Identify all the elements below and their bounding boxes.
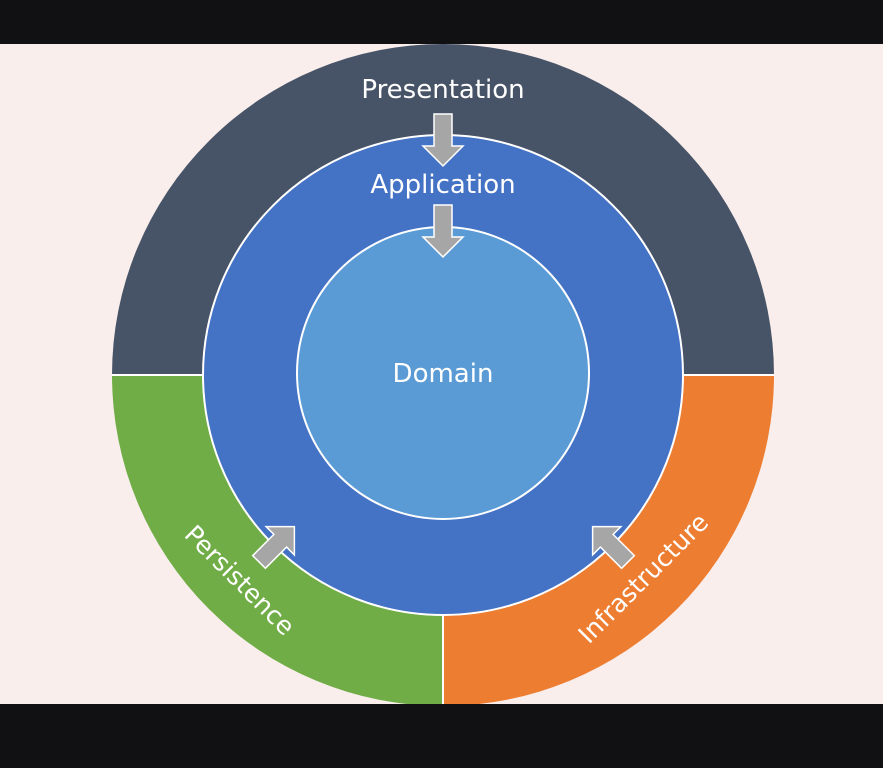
application-label: Application	[370, 170, 515, 200]
arrow-presentation-to-application	[421, 113, 465, 168]
domain-label: Domain	[393, 359, 494, 389]
arrow-persistence-to-application	[251, 525, 296, 570]
letterbox-bottom	[0, 704, 883, 768]
presentation-label: Presentation	[361, 75, 524, 105]
arrow-infrastructure-to-application	[591, 525, 636, 570]
letterbox-top	[0, 0, 883, 44]
arrow-application-to-domain	[421, 204, 465, 259]
